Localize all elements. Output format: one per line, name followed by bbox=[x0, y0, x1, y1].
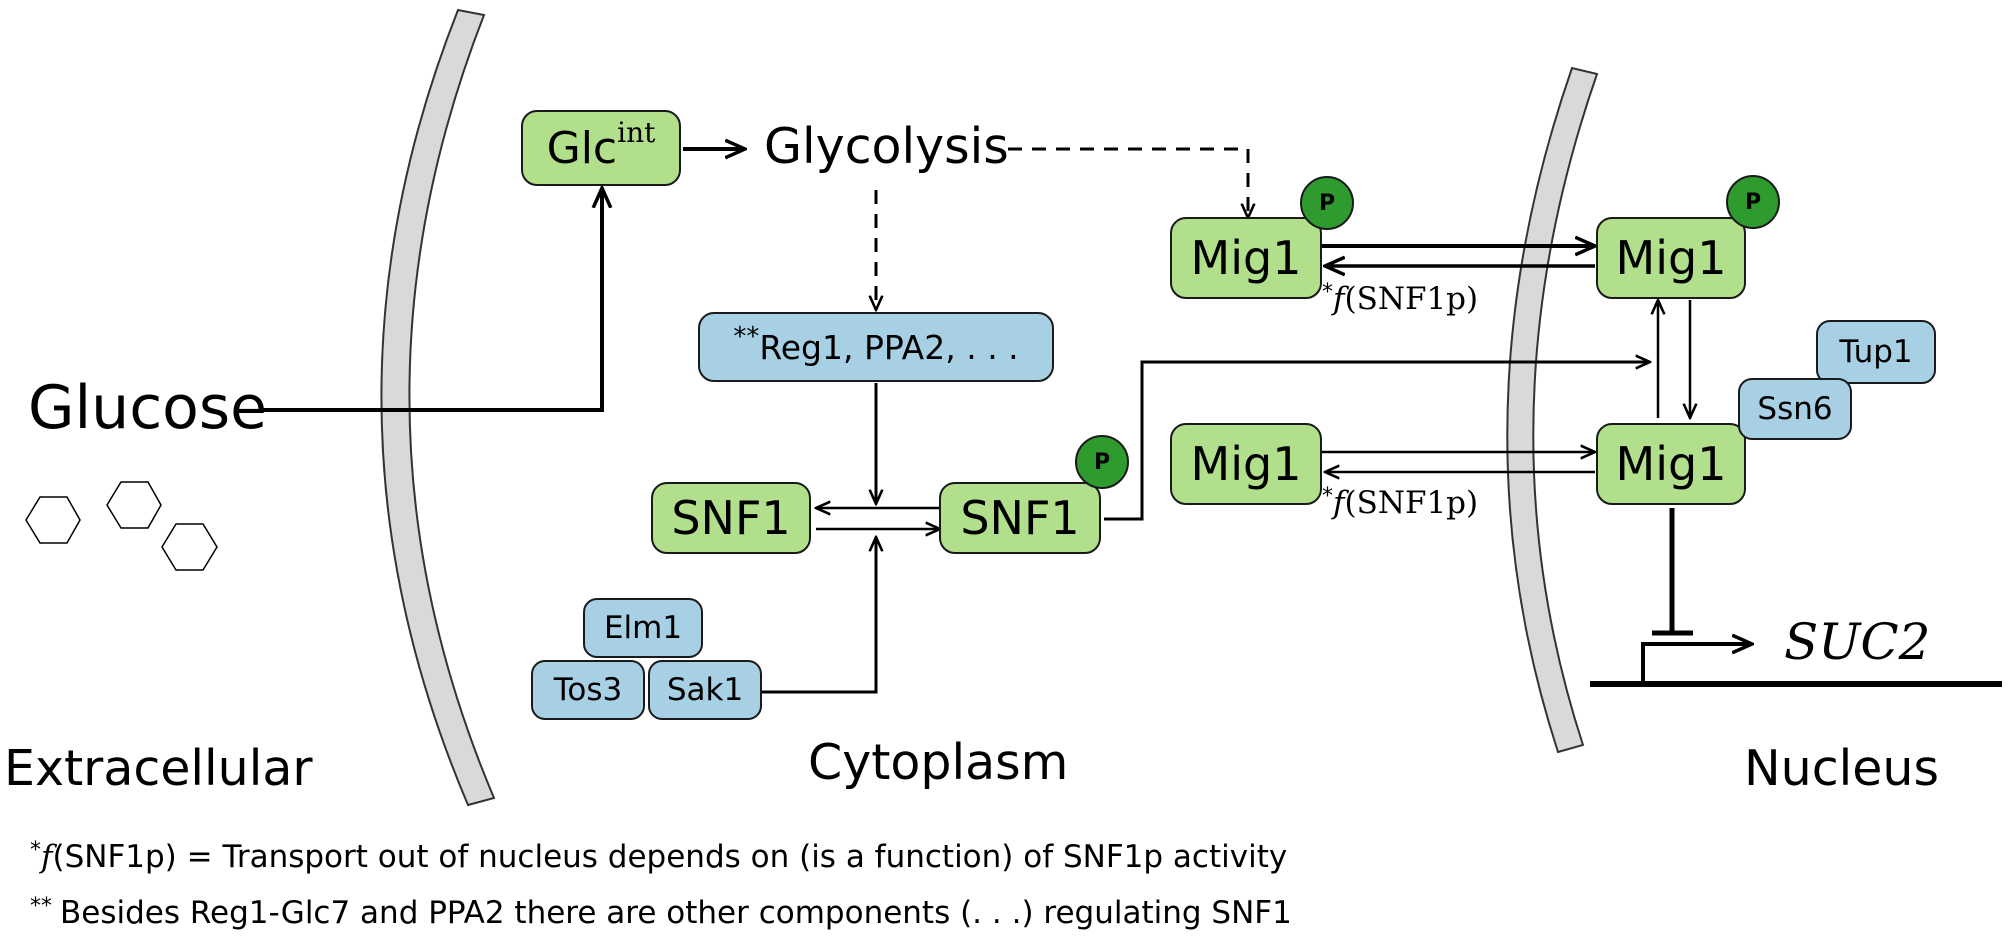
ssn6-node: Ssn6 bbox=[1738, 378, 1852, 440]
elm1-node: Elm1 bbox=[583, 598, 703, 658]
gene-label-suc2: SUC2 bbox=[1784, 613, 1931, 671]
reg1-ppa2-node: **Reg1, PPA2, . . . bbox=[698, 312, 1054, 382]
glc-int-superscript: int bbox=[617, 115, 656, 149]
mig1-cyto-bottom-label: Mig1 bbox=[1190, 437, 1302, 491]
glc-int-label: Glc bbox=[546, 122, 618, 174]
footnote-2: ** Besides Reg1-Glc7 and PPA2 there are o… bbox=[30, 895, 1292, 931]
nuclear-membrane bbox=[1506, 66, 1599, 754]
snf1p-label: SNF1 bbox=[960, 491, 1080, 545]
annotation-asterisk: * bbox=[1322, 280, 1333, 305]
compartment-label-extracellular: Extracellular bbox=[4, 740, 313, 797]
phospho-badge: P bbox=[1075, 435, 1129, 489]
snf1-label: SNF1 bbox=[671, 491, 791, 545]
footnote-2-text: Besides Reg1-Glc7 and PPA2 there are oth… bbox=[60, 895, 1292, 931]
glucose-molecule-icon bbox=[25, 496, 81, 544]
phospho-badge: P bbox=[1300, 176, 1354, 230]
sak1-node: Sak1 bbox=[648, 660, 762, 720]
compartment-label-nucleus: Nucleus bbox=[1744, 740, 1939, 797]
reg1-ppa2-label: Reg1, PPA2, . . . bbox=[759, 327, 1019, 367]
tos3-node: Tos3 bbox=[531, 660, 645, 720]
phospho-badge-label: P bbox=[1744, 189, 1762, 215]
annotation-f: f bbox=[1333, 281, 1345, 317]
glucose-molecule-icon bbox=[106, 481, 162, 529]
phospho-badge: P bbox=[1726, 175, 1780, 229]
annotation-snf1p: (SNF1p) bbox=[1344, 485, 1479, 521]
export-function-annotation-top: *f(SNF1p) bbox=[1322, 281, 1479, 317]
annotation-asterisk: * bbox=[1322, 484, 1333, 509]
mig1-nuc-bottom-label: Mig1 bbox=[1615, 437, 1727, 491]
mig1-cyto-top-label: Mig1 bbox=[1190, 231, 1302, 285]
footnote-1: *f(SNF1p) = Transport out of nucleus dep… bbox=[30, 839, 1288, 875]
footnote-1-asterisk: * bbox=[30, 838, 41, 863]
export-function-annotation-bottom: *f(SNF1p) bbox=[1322, 485, 1479, 521]
phospho-badge-label: P bbox=[1093, 449, 1111, 475]
annotation-f: f bbox=[1333, 485, 1345, 521]
glucose-label: Glucose bbox=[28, 373, 268, 443]
footnote-2-asterisk: ** bbox=[30, 894, 52, 919]
tos3-label: Tos3 bbox=[553, 672, 623, 708]
mig1-nuc-top-label: Mig1 bbox=[1615, 231, 1727, 285]
sak1-label: Sak1 bbox=[666, 672, 744, 708]
tup1-node: Tup1 bbox=[1816, 320, 1936, 384]
mig1-phosphorylated-nuclear-node: Mig1 bbox=[1596, 217, 1746, 299]
ssn6-label: Ssn6 bbox=[1757, 391, 1833, 427]
glycolysis-label: Glycolysis bbox=[764, 118, 1009, 175]
glucose-molecule-icon bbox=[161, 523, 218, 571]
double-asterisk-mark: ** bbox=[733, 322, 760, 352]
suc2-promoter-arrow bbox=[1641, 644, 1752, 684]
footnote-1-f: f bbox=[41, 839, 53, 875]
mig1-cyto-node: Mig1 bbox=[1170, 423, 1322, 505]
snf1-node: SNF1 bbox=[651, 482, 811, 554]
phospho-badge-label: P bbox=[1318, 190, 1336, 216]
annotation-snf1p: (SNF1p) bbox=[1344, 281, 1479, 317]
elm1-label: Elm1 bbox=[603, 610, 683, 646]
compartment-label-cytoplasm: Cytoplasm bbox=[808, 734, 1069, 791]
glucose-import-edge bbox=[262, 188, 602, 412]
glycolysis-to-mig1-edge bbox=[1008, 147, 1248, 218]
footnote-1-text: (SNF1p) = Transport out of nucleus depen… bbox=[52, 839, 1288, 875]
mig1-phosphorylated-cyto-node: Mig1 bbox=[1170, 217, 1322, 299]
cell-membrane bbox=[380, 8, 496, 807]
kinase-to-snf1-edge bbox=[762, 537, 876, 694]
snf1-phosphorylated-node: SNF1 bbox=[939, 482, 1101, 554]
snf1p-to-mig1-edge bbox=[1104, 362, 1650, 521]
mig1-nuclear-node: Mig1 bbox=[1596, 423, 1746, 505]
tup1-label: Tup1 bbox=[1839, 334, 1913, 370]
